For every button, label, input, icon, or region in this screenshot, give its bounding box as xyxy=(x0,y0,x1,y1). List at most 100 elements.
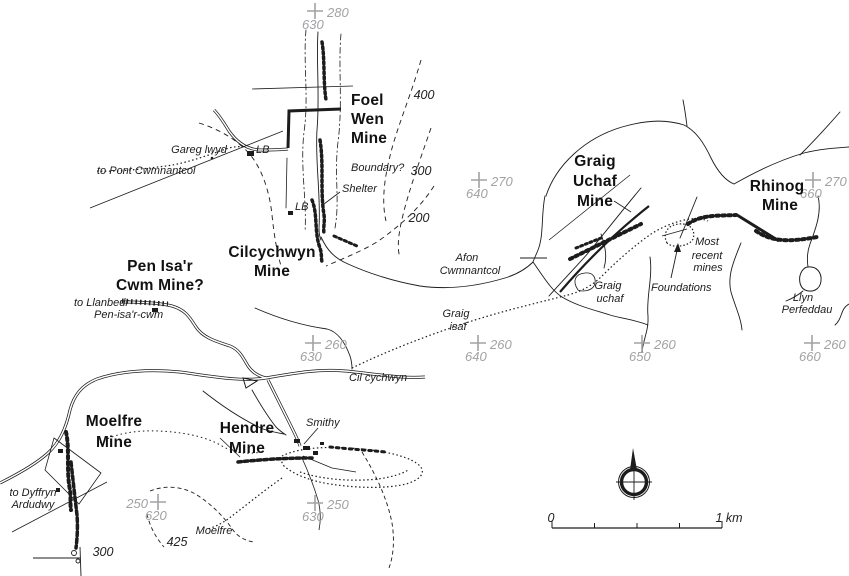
label-graig-uchaf-mine-2: Uchaf xyxy=(573,173,618,190)
label-foel-wen-mine-2: Wen xyxy=(351,111,384,128)
label-moelfre-mine-1: Moelfre xyxy=(86,413,143,430)
track-foelwen-southwest xyxy=(89,130,284,209)
label-llyn-perfeddau-1: Llyn xyxy=(793,292,813,304)
label-graig-isaf-2: isaf xyxy=(449,321,467,333)
label-to-dyffryn-ardudwy-1: to Dyffryn xyxy=(9,487,56,499)
contour-line-400 xyxy=(383,59,422,222)
sheepfold-graig-uchaf xyxy=(574,272,596,292)
workings-foel-wen-lower xyxy=(318,138,327,235)
hendre-track-south xyxy=(301,457,321,531)
grid-270-660-easting: 270 xyxy=(824,174,847,189)
grid-260-630-northing: 630 xyxy=(300,349,322,364)
label-hendre-mine-2: Mine xyxy=(229,440,265,457)
label-foel-wen-mine-1: Foel xyxy=(351,92,384,109)
label-to-pont-cwmnantcol: to Pont Cwmnantcol xyxy=(97,165,196,177)
label-pen-isar-cwm-farm: Pen-isa'r-cwm xyxy=(94,309,163,321)
stream-hendre-west xyxy=(202,390,285,435)
label-graig-uchaf-farm-2: uchaf xyxy=(597,293,625,305)
stream-rhinog-south xyxy=(729,242,743,331)
workings-graig-uchaf-main xyxy=(568,222,643,261)
workings-cilcychwyn-hatch xyxy=(332,234,359,248)
stream-lake-outflow xyxy=(785,290,804,302)
grid-250-630-northing: 630 xyxy=(302,509,324,524)
shaft-moelfre-1 xyxy=(71,550,77,556)
label-pen-isar-cwm-mine-2: Cwm Mine? xyxy=(116,277,204,294)
label-boundary: Boundary? xyxy=(351,162,405,174)
stream-big-north xyxy=(545,120,735,197)
grid-260-630-cross xyxy=(305,335,321,351)
path-graig-isaf xyxy=(351,218,709,369)
tramway-graig-uchaf xyxy=(559,205,650,293)
grid-crosses: 2806302706402706602606302606402606502606… xyxy=(125,3,847,524)
stream-rhinog-east xyxy=(806,195,820,268)
buildings xyxy=(56,151,679,492)
contour-line-hendre xyxy=(361,451,394,569)
stream-hendre-north xyxy=(251,389,287,436)
grid-250-630-easting: 250 xyxy=(326,497,349,512)
label-contour-400: 400 xyxy=(414,88,435,102)
contour-line-200 xyxy=(325,185,435,267)
compass-needle xyxy=(630,448,637,470)
road-main-valley-inner xyxy=(0,369,426,484)
grid-280-630-cross xyxy=(307,3,323,19)
workings-moelfre xyxy=(64,430,73,512)
building-smithy-1 xyxy=(294,439,300,443)
streams xyxy=(202,29,849,436)
label-contour-425: 425 xyxy=(167,535,188,549)
label-cil-cychwyn: Cil cychwyn xyxy=(349,372,407,384)
building-lb-2 xyxy=(288,211,293,215)
grid-260-650-cross xyxy=(634,335,650,351)
north-compass xyxy=(616,448,652,500)
grid-270-660-cross xyxy=(805,172,821,188)
label-shelter: Shelter xyxy=(342,183,378,195)
stream-north-branch xyxy=(682,99,688,127)
graig-uchaf-label-leader xyxy=(613,200,632,213)
stream-to-junction xyxy=(532,195,546,263)
workings-rhinog-west xyxy=(686,213,738,226)
label-rhinog-mine-2: Mine xyxy=(762,197,798,214)
label-gareg-lwyd: Gareg lwyd xyxy=(171,144,228,156)
label-scale-one-km: 1 km xyxy=(715,511,742,525)
workings-graig-uchaf-row xyxy=(574,236,603,250)
footpaths xyxy=(96,146,709,530)
stream-graig-crossing xyxy=(548,187,642,297)
workings-foel-wen-upper xyxy=(320,40,328,102)
grid-250-620-northing: 620 xyxy=(145,508,167,523)
label-most-recent-mines-1: Most xyxy=(695,236,720,248)
label-lb-2: LB xyxy=(295,201,308,213)
tramway-foel-wen xyxy=(286,107,342,149)
marker-foundations xyxy=(675,248,679,252)
label-afon-cwmnantcol-1: Afon xyxy=(455,252,479,264)
label-moelfre-hill: Moelfre xyxy=(196,525,233,537)
label-rhinog-mine-1: Rhinog xyxy=(750,178,805,195)
building-moelfre-2 xyxy=(56,488,60,492)
contour-line-425 xyxy=(149,486,255,543)
building-moelfre-1 xyxy=(58,449,63,453)
grid-250-620-easting: 250 xyxy=(125,496,148,511)
grid-250-620-cross xyxy=(150,494,166,510)
track-moelfre-diagonal xyxy=(11,481,108,533)
label-cilcychwyn-mine-2: Mine xyxy=(254,263,290,280)
road-junction-blob xyxy=(242,377,259,389)
road-pen-isar-cwm-inner xyxy=(119,301,267,379)
road-main-valley xyxy=(0,368,426,485)
contour-lines xyxy=(99,59,435,569)
marker-gareg-lwyd xyxy=(210,156,214,160)
building-smithy-4 xyxy=(320,442,324,445)
path-hendre-southwest xyxy=(207,477,283,530)
label-pen-isar-cwm-mine-1: Pen Isa'r xyxy=(127,258,193,275)
mine-workings xyxy=(64,40,819,564)
leat-foel-wen xyxy=(316,31,322,241)
hatched-tramway-start xyxy=(121,298,169,307)
stream-below-lb xyxy=(285,157,288,209)
workings-cilcychwyn xyxy=(310,198,324,264)
label-llyn-perfeddau-2: Perfeddau xyxy=(782,304,833,316)
label-contour-300-upper: 300 xyxy=(411,164,432,178)
grid-260-640-cross xyxy=(470,335,486,351)
stream-right-edge xyxy=(834,303,849,326)
scale-bar-ticks xyxy=(551,521,723,528)
label-moelfre-mine-2: Mine xyxy=(96,434,132,451)
